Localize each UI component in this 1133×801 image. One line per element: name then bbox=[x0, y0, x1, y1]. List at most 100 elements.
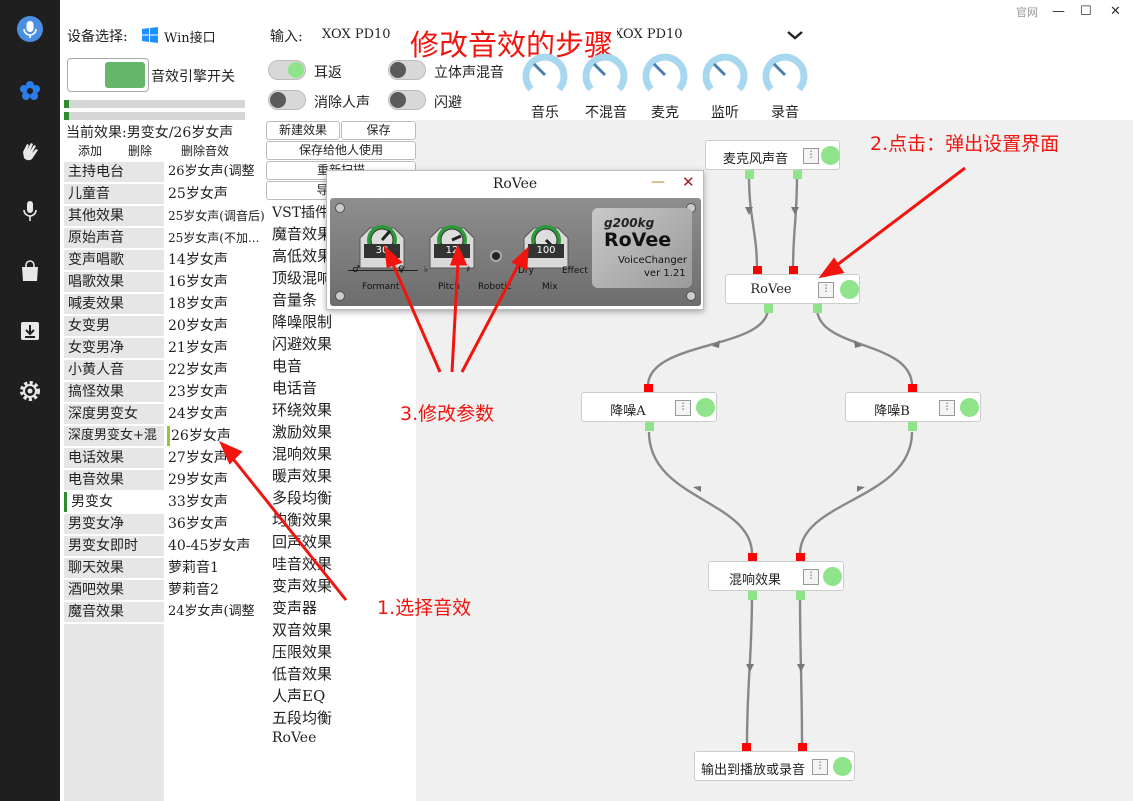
rovee-plugin-window[interactable]: RoVee — ✕ 30 12 100 ♂ ♀ ♭ ♯ Formant Pitc… bbox=[326, 170, 704, 310]
list-item[interactable]: 低音效果 bbox=[272, 665, 333, 683]
device-select[interactable]: Win接口 bbox=[164, 31, 216, 46]
list-item[interactable]: 聊天效果萝莉音1 bbox=[64, 558, 266, 580]
monitor-volume-knob[interactable] bbox=[702, 52, 748, 98]
mic-source-node[interactable]: 麦克风声音 ⫶ bbox=[705, 140, 840, 170]
list-item[interactable]: 深度男变女+混响26岁女声 bbox=[64, 426, 266, 448]
list-item[interactable]: 变声效果 bbox=[272, 577, 333, 595]
list-item[interactable]: 暖声效果 bbox=[272, 467, 333, 485]
list-item[interactable]: 降噪限制 bbox=[272, 313, 333, 331]
list-item[interactable]: RoVee bbox=[272, 730, 317, 746]
shopping-bag-icon[interactable] bbox=[15, 256, 45, 286]
download-icon[interactable] bbox=[15, 316, 45, 346]
list-item[interactable]: 压限效果 bbox=[272, 643, 333, 661]
step1-annotation: 1.选择音效 bbox=[377, 597, 472, 619]
eq-settings-icon[interactable]: ⫶ bbox=[675, 400, 691, 416]
node-enable-led[interactable] bbox=[833, 757, 852, 776]
official-site-link[interactable]: 官网 bbox=[1016, 6, 1038, 19]
close-button[interactable]: ✕ bbox=[682, 173, 695, 191]
eq-settings-icon[interactable]: ⫶ bbox=[812, 759, 828, 775]
list-item[interactable]: 酒吧效果萝莉音2 bbox=[64, 580, 266, 602]
list-item[interactable]: 混响效果 bbox=[272, 445, 333, 463]
close-button[interactable]: ✕ bbox=[1110, 4, 1121, 19]
list-item[interactable]: 哇音效果 bbox=[272, 555, 333, 573]
formant-label: Formant bbox=[362, 282, 400, 292]
mic-logo-icon[interactable] bbox=[15, 14, 45, 44]
list-item[interactable]: 高低效果 bbox=[272, 247, 333, 265]
settings-gear-icon[interactable] bbox=[15, 376, 45, 406]
add-button[interactable]: 添加 bbox=[78, 144, 103, 158]
eq-settings-icon[interactable]: ⫶ bbox=[818, 282, 834, 298]
rovee-node[interactable]: RoVee ⫶ bbox=[725, 274, 860, 304]
engine-switch[interactable] bbox=[67, 58, 149, 92]
microphone-icon[interactable] bbox=[15, 196, 45, 226]
vocal-remove-toggle[interactable] bbox=[268, 90, 306, 110]
list-item[interactable]: 音量条 bbox=[272, 291, 318, 309]
reverb-node[interactable]: 混响效果 ⫶ bbox=[708, 561, 844, 591]
node-enable-led[interactable] bbox=[840, 280, 859, 299]
maximize-button[interactable]: ☐ bbox=[1080, 4, 1092, 19]
delete-effect-button[interactable]: 删除音效 bbox=[181, 144, 230, 158]
music-volume-knob[interactable] bbox=[522, 52, 568, 98]
list-item[interactable]: 魔音效果 bbox=[272, 225, 333, 243]
minimize-button[interactable]: — bbox=[651, 174, 665, 190]
node-enable-led[interactable] bbox=[821, 146, 840, 165]
minimize-button[interactable]: — bbox=[1052, 4, 1065, 19]
list-item[interactable]: 顶级混响 bbox=[272, 269, 333, 287]
list-item[interactable]: 五段均衡 bbox=[272, 709, 333, 727]
list-item[interactable]: 闪避效果 bbox=[272, 335, 333, 353]
chevron-down-icon[interactable] bbox=[786, 28, 804, 42]
list-item[interactable]: 双音效果 bbox=[272, 621, 333, 639]
denoise-a-node[interactable]: 降噪A ⫶ bbox=[581, 392, 717, 422]
hand-wave-icon[interactable] bbox=[15, 136, 45, 166]
eq-settings-icon[interactable]: ⫶ bbox=[939, 400, 955, 416]
stereo-mix-toggle[interactable] bbox=[388, 60, 426, 80]
no-mix-volume-knob[interactable] bbox=[582, 52, 628, 98]
list-item[interactable]: 环绕效果 bbox=[272, 401, 333, 419]
list-item[interactable]: 激励效果 bbox=[272, 423, 333, 441]
denoise-b-node[interactable]: 降噪B ⫶ bbox=[845, 392, 981, 422]
node-enable-led[interactable] bbox=[823, 567, 842, 586]
record-volume-knob[interactable] bbox=[762, 52, 808, 98]
mic-volume-knob[interactable] bbox=[642, 52, 688, 98]
monitor-toggle[interactable] bbox=[268, 60, 306, 80]
list-item[interactable]: 电话音 bbox=[272, 379, 318, 397]
robotic-switch[interactable] bbox=[490, 250, 502, 262]
list-item[interactable]: 多段均衡 bbox=[272, 489, 333, 507]
eq-settings-icon[interactable]: ⫶ bbox=[803, 569, 819, 585]
list-item[interactable]: 人声EQ bbox=[272, 687, 326, 705]
output-node[interactable]: 输出到播放或录音 ⫶ bbox=[694, 751, 855, 781]
node-enable-led[interactable] bbox=[696, 398, 715, 417]
list-item[interactable]: 回声效果 bbox=[272, 533, 333, 551]
output-select[interactable]: XOX PD10 bbox=[614, 27, 683, 42]
new-effect-button[interactable]: 新建效果 bbox=[266, 121, 340, 140]
list-item[interactable]: 变声器 bbox=[272, 599, 318, 617]
list-item[interactable]: 电音 bbox=[272, 357, 303, 375]
effects-flower-icon[interactable] bbox=[15, 76, 45, 106]
delete-button[interactable]: 删除 bbox=[128, 144, 153, 158]
dodge-toggle[interactable] bbox=[388, 90, 426, 110]
save-button[interactable]: 保存 bbox=[341, 121, 416, 140]
node-enable-led[interactable] bbox=[960, 398, 979, 417]
pitch-label: Pitch bbox=[438, 282, 460, 292]
input-select[interactable]: XOX PD10 bbox=[322, 27, 391, 42]
eq-settings-icon[interactable]: ⫶ bbox=[803, 148, 819, 164]
save-for-others-button[interactable]: 保存给他人使用 bbox=[266, 141, 416, 160]
